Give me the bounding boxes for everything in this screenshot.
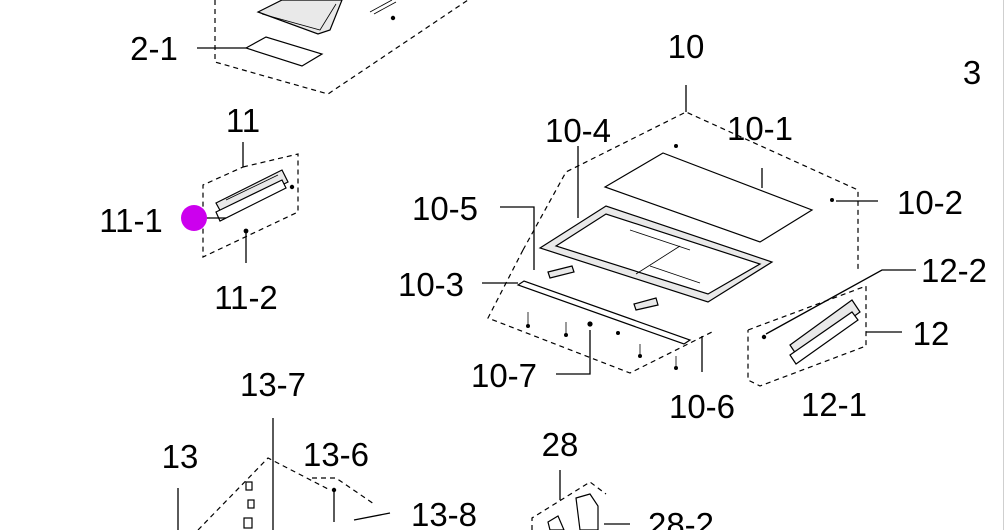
part-10-1-glass — [603, 152, 814, 243]
label-2-1: 2-1 — [130, 30, 178, 67]
label-10-7: 10-7 — [471, 357, 537, 394]
assembly-10-group — [482, 85, 878, 375]
label-10-1: 10-1 — [727, 110, 793, 147]
assembly-28-group — [531, 470, 630, 530]
label-13: 13 — [162, 438, 199, 475]
label-11-1: 11-1 — [99, 202, 163, 239]
assembly-13-group — [177, 418, 391, 530]
page-number: 3 — [963, 54, 981, 91]
label-10: 10 — [668, 28, 705, 65]
callout-marker-dot — [181, 205, 207, 231]
label-12-1: 12-1 — [801, 386, 867, 423]
assembly-12-group — [747, 269, 916, 387]
label-12: 12 — [913, 315, 950, 352]
label-13-8: 13-8 — [411, 496, 477, 530]
label-12-2: 12-2 — [921, 252, 987, 289]
label-10-2: 10-2 — [897, 184, 963, 221]
part-10-7-screws — [526, 312, 678, 370]
assembly-2-group — [197, 0, 469, 95]
label-10-4: 10-4 — [545, 112, 611, 149]
assembly-11-group — [202, 142, 299, 263]
label-10-3: 10-3 — [398, 266, 464, 303]
part-11-2-screw — [243, 228, 249, 234]
label-13-6: 13-6 — [303, 436, 369, 473]
part-2-1 — [244, 36, 324, 67]
label-10-6: 10-6 — [669, 388, 735, 425]
label-10-5: 10-5 — [412, 190, 478, 227]
label-13-7: 13-7 — [240, 366, 306, 403]
part-10-3-rail — [516, 280, 692, 345]
label-28-2: 28-2 — [648, 506, 714, 530]
label-11-2: 11-2 — [214, 279, 278, 316]
label-28: 28 — [542, 426, 579, 463]
label-11: 11 — [226, 102, 260, 139]
